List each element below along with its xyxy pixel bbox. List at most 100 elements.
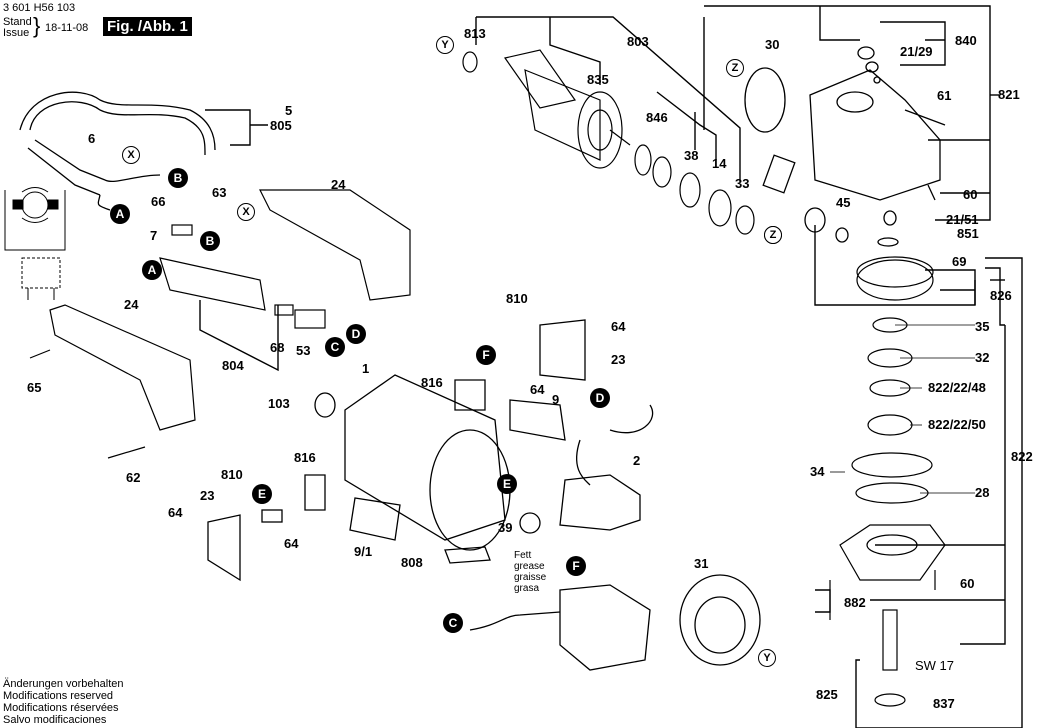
part-label-808: 808 [401, 555, 423, 570]
grease-note-en: grease [514, 561, 545, 572]
leader-825 [855, 257, 1023, 728]
part-label-45: 45 [836, 195, 851, 210]
part-label-61: 61 [937, 88, 952, 103]
connector-c: C [325, 337, 345, 357]
part-label-813: 813 [464, 26, 486, 41]
part-label-64: 64 [611, 319, 626, 334]
part-label-7: 7 [150, 228, 158, 243]
connector-d: D [346, 324, 366, 344]
connector-f: F [476, 345, 496, 365]
ref-mark-z: Z [764, 226, 782, 244]
part-label-28: 28 [975, 485, 990, 500]
grease-note-fr: graisse [514, 572, 547, 583]
part-label-68: 68 [270, 340, 285, 355]
part-label-14: 14 [712, 156, 727, 171]
part-label-822-22-50: 822/22/50 [928, 417, 986, 432]
part-label-66: 66 [151, 194, 166, 209]
field-coils [469, 404, 761, 671]
grease-note-es: grasa [514, 583, 540, 594]
part-label-816: 816 [421, 375, 443, 390]
part-label-803: 803 [627, 34, 649, 49]
part-label-5: 5 [285, 103, 293, 118]
connector-f: F [566, 556, 586, 576]
part-label-32: 32 [975, 350, 990, 365]
part-label-53: 53 [296, 343, 311, 358]
part-label-60b: 60 [960, 576, 975, 591]
part-label-851: 851 [957, 226, 979, 241]
wiring-diagram [4, 187, 66, 300]
connector-b: B [168, 168, 188, 188]
part-label-810b: 810 [221, 467, 243, 482]
grease-note: Fett grease graisse grasa [514, 550, 546, 594]
handle-parts [29, 189, 411, 459]
part-label-882: 882 [844, 595, 866, 610]
issue-date: 18-11-08 [45, 22, 89, 34]
part-label-33: 33 [735, 176, 750, 191]
part-label-825: 825 [816, 687, 838, 702]
part-label-6: 6 [88, 131, 96, 146]
part-label-846: 846 [646, 110, 668, 125]
issue-label: Issue [3, 27, 30, 39]
part-label-35: 35 [975, 319, 990, 334]
part-label-2: 2 [633, 453, 641, 468]
power-cord [19, 91, 216, 211]
part-label-822-22-48: 822/22/48 [928, 380, 986, 395]
part-label-21-51: 21/51 [946, 212, 979, 227]
part-label-64d: 64 [284, 536, 299, 551]
spanner-size-sw17: SW 17 [915, 658, 955, 673]
part-label-69: 69 [952, 254, 967, 269]
part-label-24: 24 [331, 177, 346, 192]
part-label-810: 810 [506, 291, 528, 306]
connector-d: D [590, 388, 610, 408]
figure-label: Fig. /Abb. 1 [103, 17, 192, 36]
notice-es: Salvo modificaciones [3, 714, 107, 726]
ref-mark-z: Z [726, 59, 744, 77]
connector-e: E [497, 474, 517, 494]
part-label-34: 34 [810, 464, 825, 479]
brace: } [33, 13, 41, 38]
connector-a: A [110, 204, 130, 224]
part-label-1: 1 [362, 361, 370, 376]
ref-mark-x: X [237, 203, 255, 221]
ref-mark-y: Y [758, 649, 776, 667]
part-label-60: 60 [963, 187, 978, 202]
part-label-103: 103 [268, 396, 290, 411]
part-label-23: 23 [611, 352, 626, 367]
notice-en: Modifications reserved [3, 690, 114, 702]
part-label-65: 65 [27, 380, 42, 395]
notice-de: Änderungen vorbehalten [3, 678, 124, 690]
part-label-804: 804 [222, 358, 244, 373]
part-label-840: 840 [955, 33, 977, 48]
part-label-63: 63 [212, 185, 227, 200]
part-label-9: 9 [552, 392, 560, 407]
spindle-stack [829, 256, 946, 707]
part-label-62: 62 [126, 470, 141, 485]
part-label-24b: 24 [124, 297, 139, 312]
leader-803 [476, 16, 741, 182]
part-label-837: 837 [933, 696, 955, 711]
connector-e: E [252, 484, 272, 504]
part-number: 3 601 H56 103 [3, 2, 76, 14]
armature [462, 49, 631, 169]
part-label-38: 38 [684, 148, 699, 163]
notice-fr: Modifications réservées [3, 702, 119, 714]
modifications-notice: Änderungen vorbehalten Modifications res… [3, 678, 123, 726]
gear-housing [744, 46, 946, 247]
part-label-835: 835 [587, 72, 609, 87]
part-label-64c: 64 [168, 505, 183, 520]
connector-a: A [142, 260, 162, 280]
part-label-805: 805 [270, 118, 292, 133]
connector-c: C [443, 613, 463, 633]
part-label-30: 30 [765, 37, 780, 52]
part-label-21-29: 21/29 [900, 44, 933, 59]
part-label-23b: 23 [200, 488, 215, 503]
grease-note-de: Fett [514, 550, 532, 561]
ref-mark-x: X [122, 146, 140, 164]
part-label-822: 822 [1011, 449, 1033, 464]
part-label-31: 31 [694, 556, 709, 571]
leader-846-38 [656, 91, 717, 160]
connector-b: B [200, 231, 220, 251]
part-label-826: 826 [990, 288, 1012, 303]
leader-821 [704, 5, 991, 221]
